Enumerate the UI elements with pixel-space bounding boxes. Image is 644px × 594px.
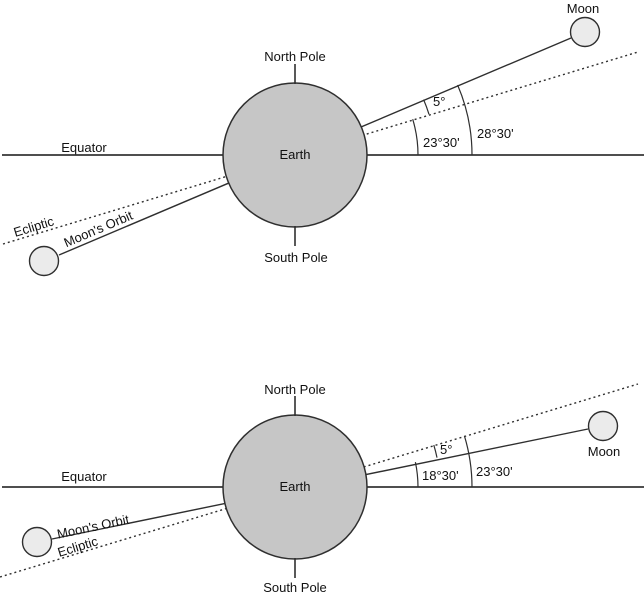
angle-value-equator-to-orbit: 18°30' [422, 468, 459, 483]
ecliptic-label: Ecliptic [12, 213, 56, 240]
angle-value-equator-to-ecliptic: 23°30' [423, 135, 460, 150]
angle-arc-equator-to-orbit [414, 461, 419, 488]
angle-value-orbit-to-ecliptic: 5° [440, 442, 452, 457]
south-pole-label: South Pole [264, 250, 328, 265]
panel-minor-standstill: North Pole South Pole Earth Equator Moon… [0, 382, 644, 594]
angle-arc-equator-to-ecliptic [412, 119, 419, 156]
angle-value-equator-to-ecliptic: 23°30' [476, 464, 513, 479]
moon-circle-descending [21, 526, 53, 558]
moon-label: Moon [588, 444, 621, 459]
earth-label: Earth [279, 147, 310, 162]
moons-orbit-label: Moon's Orbit [62, 207, 136, 250]
angle-arc-orbit-to-ecliptic [433, 444, 438, 458]
angle-value-equator-to-orbit: 28°30' [477, 126, 514, 141]
south-pole-label: South Pole [263, 580, 327, 594]
angle-arc-equator-to-ecliptic [463, 435, 473, 488]
earth-label: Earth [279, 479, 310, 494]
panel-major-standstill: North Pole South Pole Earth Equator Moon… [2, 1, 644, 277]
moon-label: Moon [567, 1, 600, 16]
ecliptic-line [0, 383, 639, 578]
moon-circle-descending [28, 245, 60, 277]
north-pole-label: North Pole [264, 49, 325, 64]
angle-arc-orbit-to-ecliptic [423, 99, 430, 115]
equator-label: Equator [61, 140, 107, 155]
moon-circle-ascending [587, 410, 619, 442]
angle-value-orbit-to-ecliptic: 5° [433, 94, 445, 109]
north-pole-label: North Pole [264, 382, 325, 397]
angle-arc-equator-to-orbit [457, 84, 473, 156]
moon-circle-ascending [569, 16, 601, 48]
equator-label: Equator [61, 469, 107, 484]
